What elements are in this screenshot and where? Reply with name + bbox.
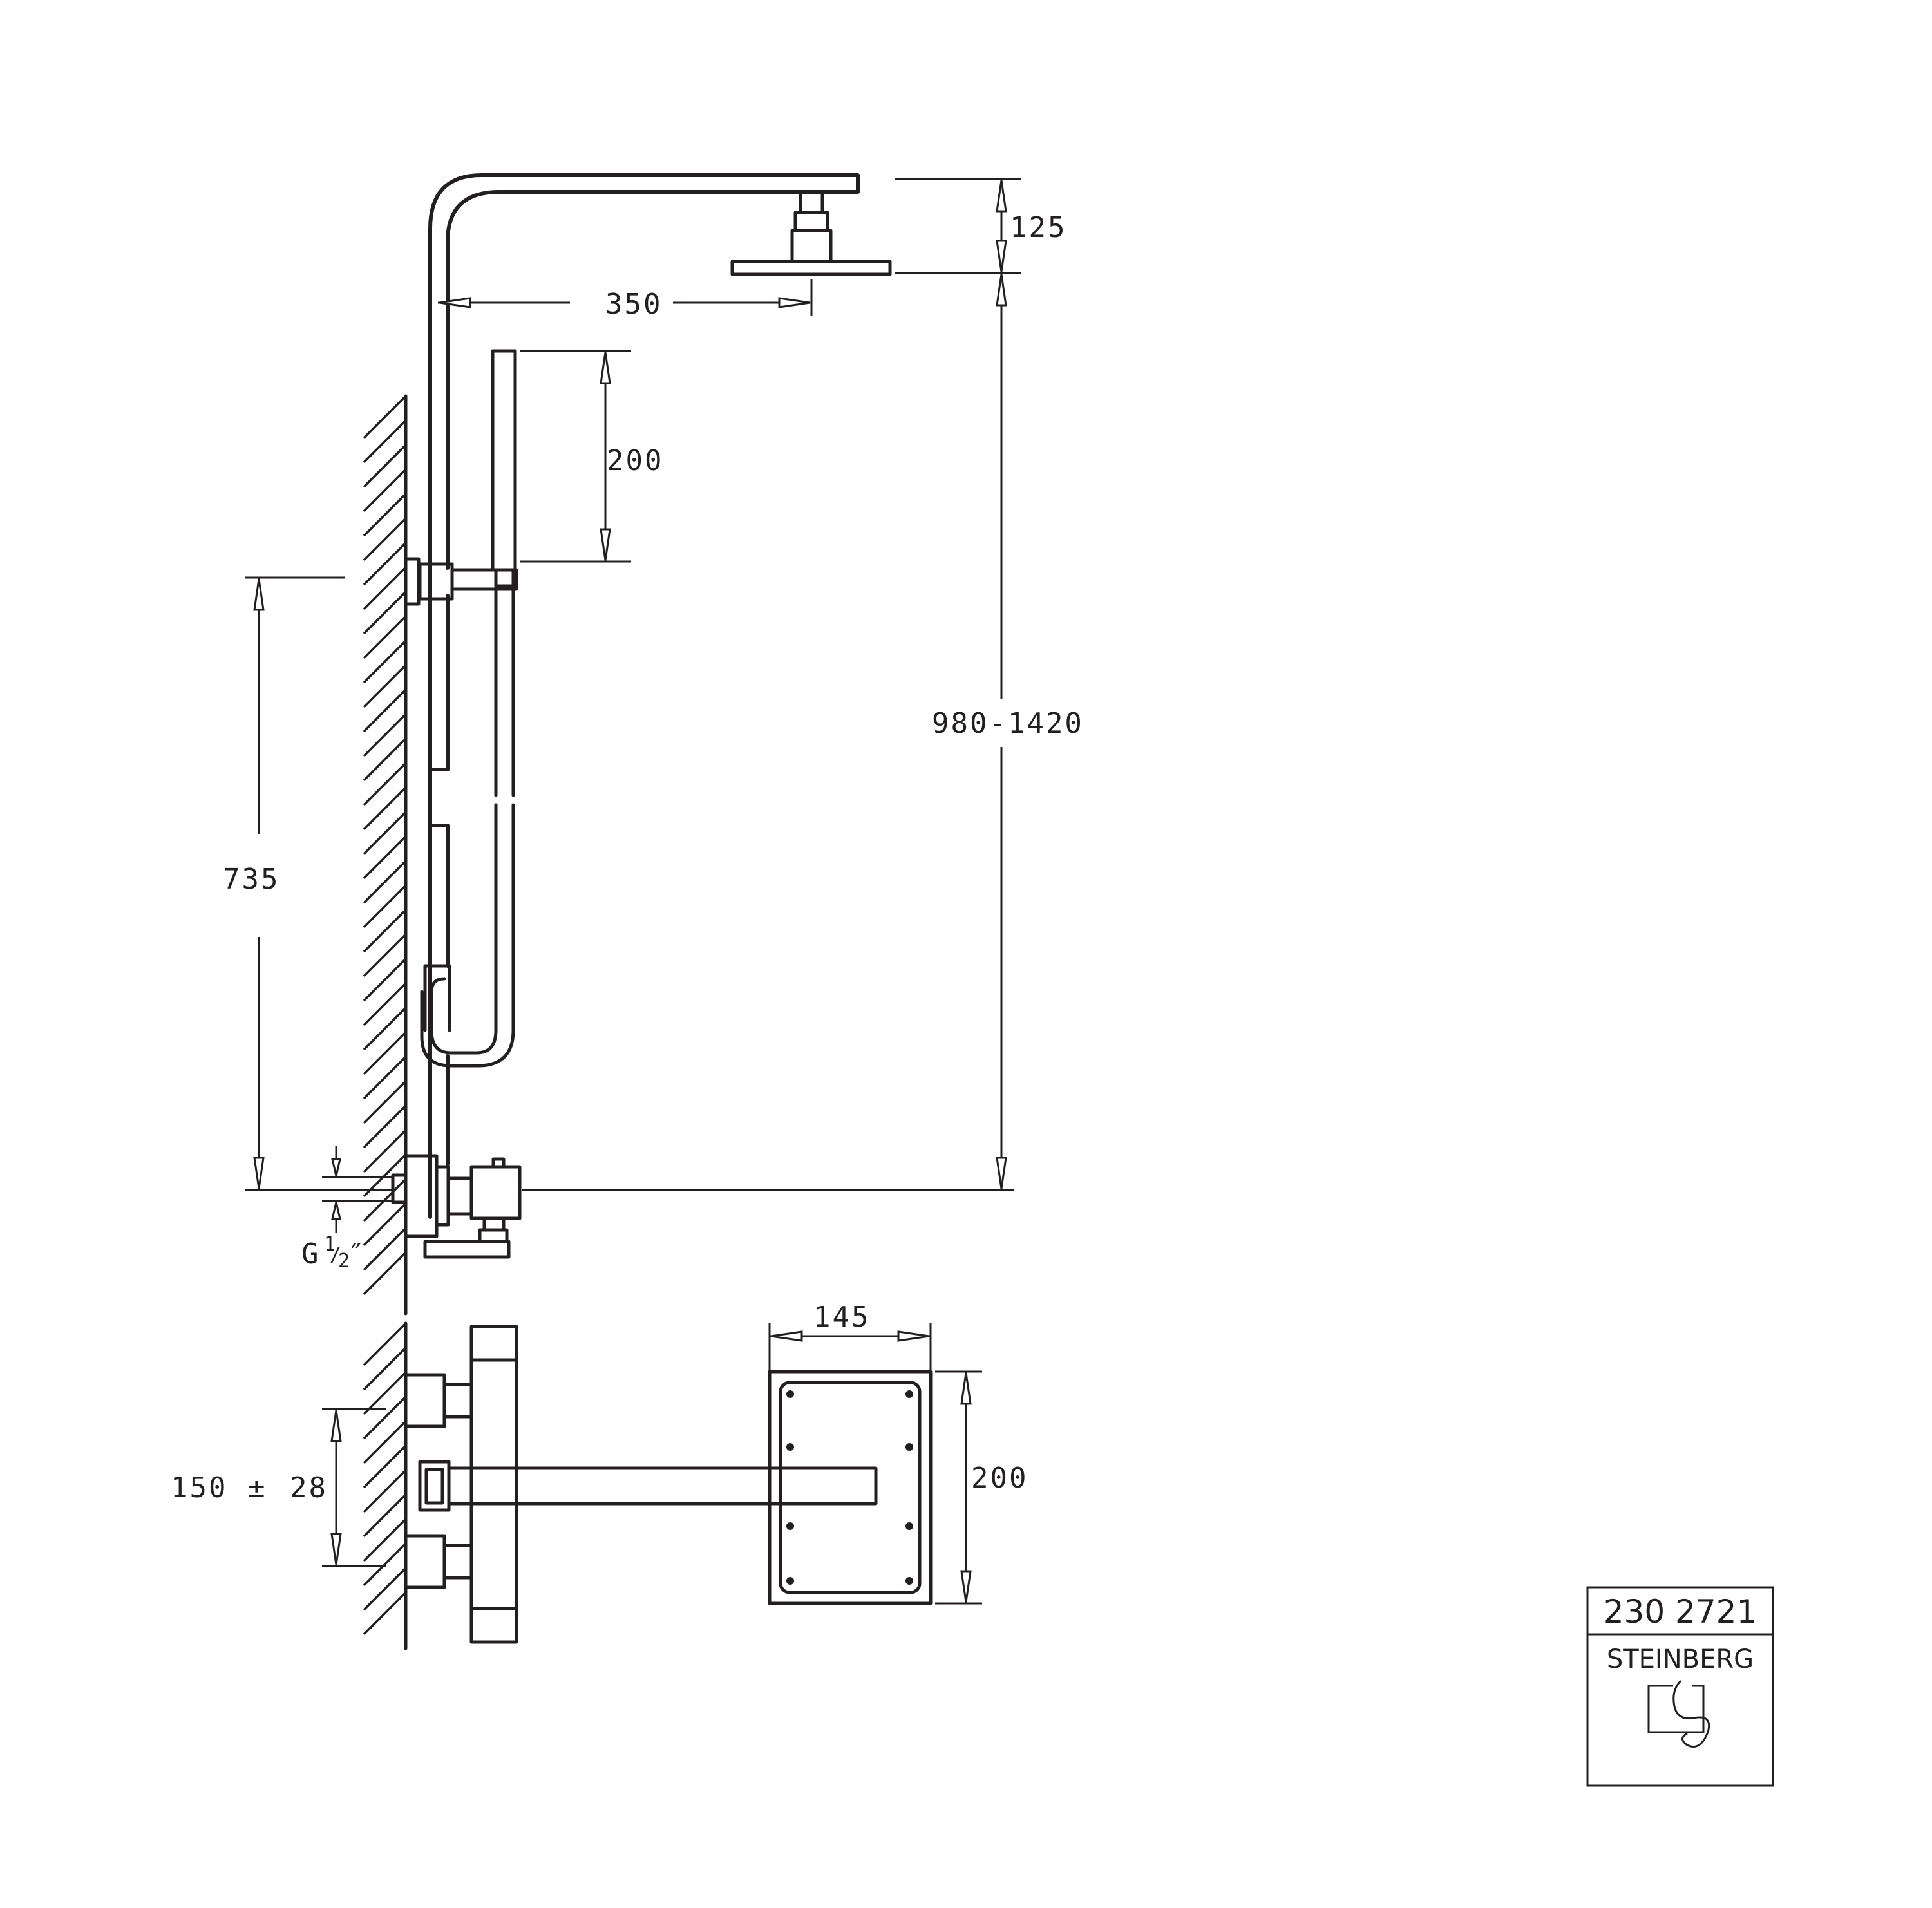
hatch-line (363, 1227, 407, 1271)
hatch-line (363, 1055, 407, 1100)
dimension-thread: G 1 / 2 ″ (301, 1146, 367, 1272)
hatch-line (363, 1129, 407, 1173)
hatch-line (363, 1322, 407, 1366)
hatch-line (363, 1420, 407, 1464)
dim-label-thread-slash: / (330, 1243, 341, 1266)
hatch-line (363, 493, 407, 537)
hatch-line (363, 1469, 407, 1513)
mixer-top-view (404, 1325, 878, 1644)
dim-label-145: 145 (813, 1301, 870, 1334)
brand-name: STEINBERG (1607, 1645, 1754, 1674)
steinberg-logo-icon (1647, 1679, 1710, 1748)
hatch-line (363, 713, 407, 757)
hatch-line (363, 884, 407, 929)
hatch-line (363, 1567, 407, 1611)
hatch-line (363, 566, 407, 610)
top-view: 145 200 150 ± 28 (171, 1301, 1028, 1650)
hatch-line (363, 1371, 407, 1415)
dim-label-28: 28 (290, 1471, 328, 1504)
hatch-line (363, 688, 407, 733)
title-block: 230 2721 STEINBERG (1586, 1586, 1774, 1787)
hatch-line (363, 811, 407, 855)
hatch-line (363, 664, 407, 708)
dim-label-735: 735 (223, 863, 279, 896)
head-shower (730, 190, 892, 276)
dim-label-pm: ± (248, 1471, 267, 1504)
dim-label-thread: G (301, 1238, 321, 1270)
hatch-line (363, 395, 407, 439)
dim-label-980-1420: 980-1420 (932, 707, 1084, 740)
hatch-line (363, 1251, 407, 1296)
dimension-connection-spacing: 150 ± 28 (171, 1408, 386, 1567)
wall-hatching (363, 395, 407, 1296)
thermostat-mixer (335, 1154, 522, 1259)
dim-label-thread-sup: 1 (324, 1233, 336, 1256)
hatch-line (363, 1006, 407, 1051)
hatch-line (363, 958, 407, 1002)
dimension-column-height: 980-1420 (522, 273, 1084, 1191)
hatch-line (363, 933, 407, 978)
dim-label-150: 150 (171, 1471, 227, 1504)
dimension-head-depth: 200 (935, 1370, 1028, 1605)
hatch-line (363, 542, 407, 586)
dim-label-thread-mark: ″ (348, 1238, 367, 1270)
head-shower-top-view (768, 1370, 933, 1605)
hatch-line (363, 1346, 407, 1391)
hatch-line (363, 860, 407, 904)
hatch-line (363, 786, 407, 831)
dim-label-125: 125 (1010, 211, 1066, 244)
dimension-mixer-height: 735 (223, 576, 393, 1191)
side-view: 125 980-1420 350 200 (223, 173, 1084, 1316)
hatch-line (363, 1493, 407, 1538)
hatch-line (363, 468, 407, 513)
article-number: 230 2721 (1604, 1593, 1757, 1630)
dim-label-350: 350 (605, 288, 662, 321)
hatch-line (363, 419, 407, 464)
hatch-line (363, 762, 407, 806)
dimension-hand-shower: 200 (520, 350, 663, 563)
wall-hatching (363, 1322, 407, 1636)
hatch-line (363, 1395, 407, 1440)
hatch-line (363, 1202, 407, 1247)
hatch-line (363, 1518, 407, 1562)
hatch-line (363, 1542, 407, 1587)
hatch-line (363, 444, 407, 488)
hatch-line (363, 1031, 407, 1075)
hatch-line (363, 982, 407, 1026)
dim-label-thread-sub: 2 (338, 1250, 350, 1272)
shower-column (428, 173, 860, 1219)
wall-lower (363, 1321, 408, 1650)
hatch-line (363, 590, 407, 635)
hatch-line (363, 909, 407, 953)
wall-bracket-upper (404, 557, 518, 606)
hand-shower (420, 349, 517, 1068)
dimension-arm-length: 350 (438, 279, 813, 321)
dim-label-200-hand: 200 (607, 444, 663, 477)
hatch-line (363, 1444, 407, 1489)
hatch-line (363, 615, 407, 659)
dimension-head-height: 125 (895, 178, 1066, 274)
hatch-line (363, 1591, 407, 1636)
hatch-line (363, 517, 407, 562)
hatch-line (363, 737, 407, 782)
hatch-line (363, 1080, 407, 1124)
dimension-head-width: 145 (768, 1301, 932, 1370)
hatch-line (363, 835, 407, 880)
hatch-line (363, 1104, 407, 1149)
hatch-line (363, 639, 407, 684)
dim-label-200-head: 200 (971, 1462, 1028, 1495)
